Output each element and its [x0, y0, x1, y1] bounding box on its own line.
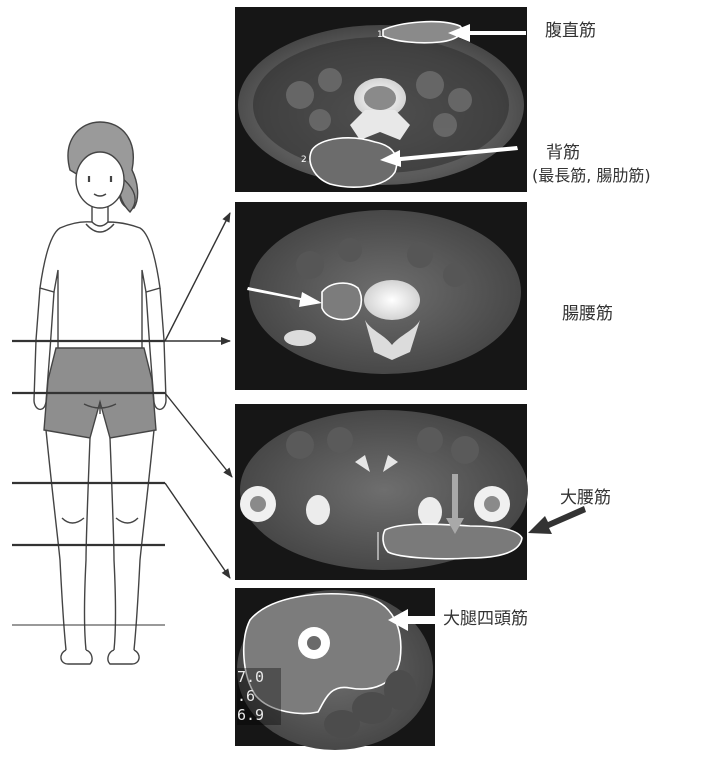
pointer-to-panel-3	[165, 393, 232, 477]
readout-line-3: 6.9	[237, 706, 281, 725]
figure-knees	[62, 518, 138, 523]
figure-right-foot	[108, 650, 139, 664]
label-iliopsoas: 腸腰筋	[562, 303, 613, 325]
readout-line-1: 7.0	[237, 668, 281, 687]
figure-right-leg	[110, 430, 154, 650]
ct-panel-3	[235, 404, 586, 580]
pointer-to-panel-1	[165, 213, 230, 341]
label-back-muscles-detail: (最長筋, 腸肋筋)	[532, 165, 651, 187]
readout-line-2: .6	[237, 687, 281, 706]
pointer-to-panel-4	[165, 483, 230, 578]
ct1-number-1: 1	[377, 30, 383, 40]
label-quadriceps: 大腿四頭筋	[443, 608, 528, 630]
label-back-muscles: 背筋	[546, 142, 580, 164]
figure-left-leg	[46, 430, 90, 650]
label-gluteus: 大腰筋	[560, 487, 611, 509]
figure-face	[76, 152, 124, 208]
pointer-lines	[165, 213, 232, 578]
ct-panel-1: 1 2	[235, 7, 527, 192]
ct1-number-2: 2	[301, 155, 307, 165]
label-rectus-abdominis: 腹直筋	[545, 20, 596, 42]
figure-shirt	[40, 222, 160, 350]
gluteus-dark-arrow	[528, 506, 586, 534]
iliopsoas-outline	[322, 283, 361, 319]
figure-left-foot	[61, 650, 92, 664]
ct-readout: 7.0 .6 6.9	[237, 668, 281, 725]
back-muscles-outline	[310, 138, 397, 187]
ct-panel-2	[235, 202, 527, 390]
